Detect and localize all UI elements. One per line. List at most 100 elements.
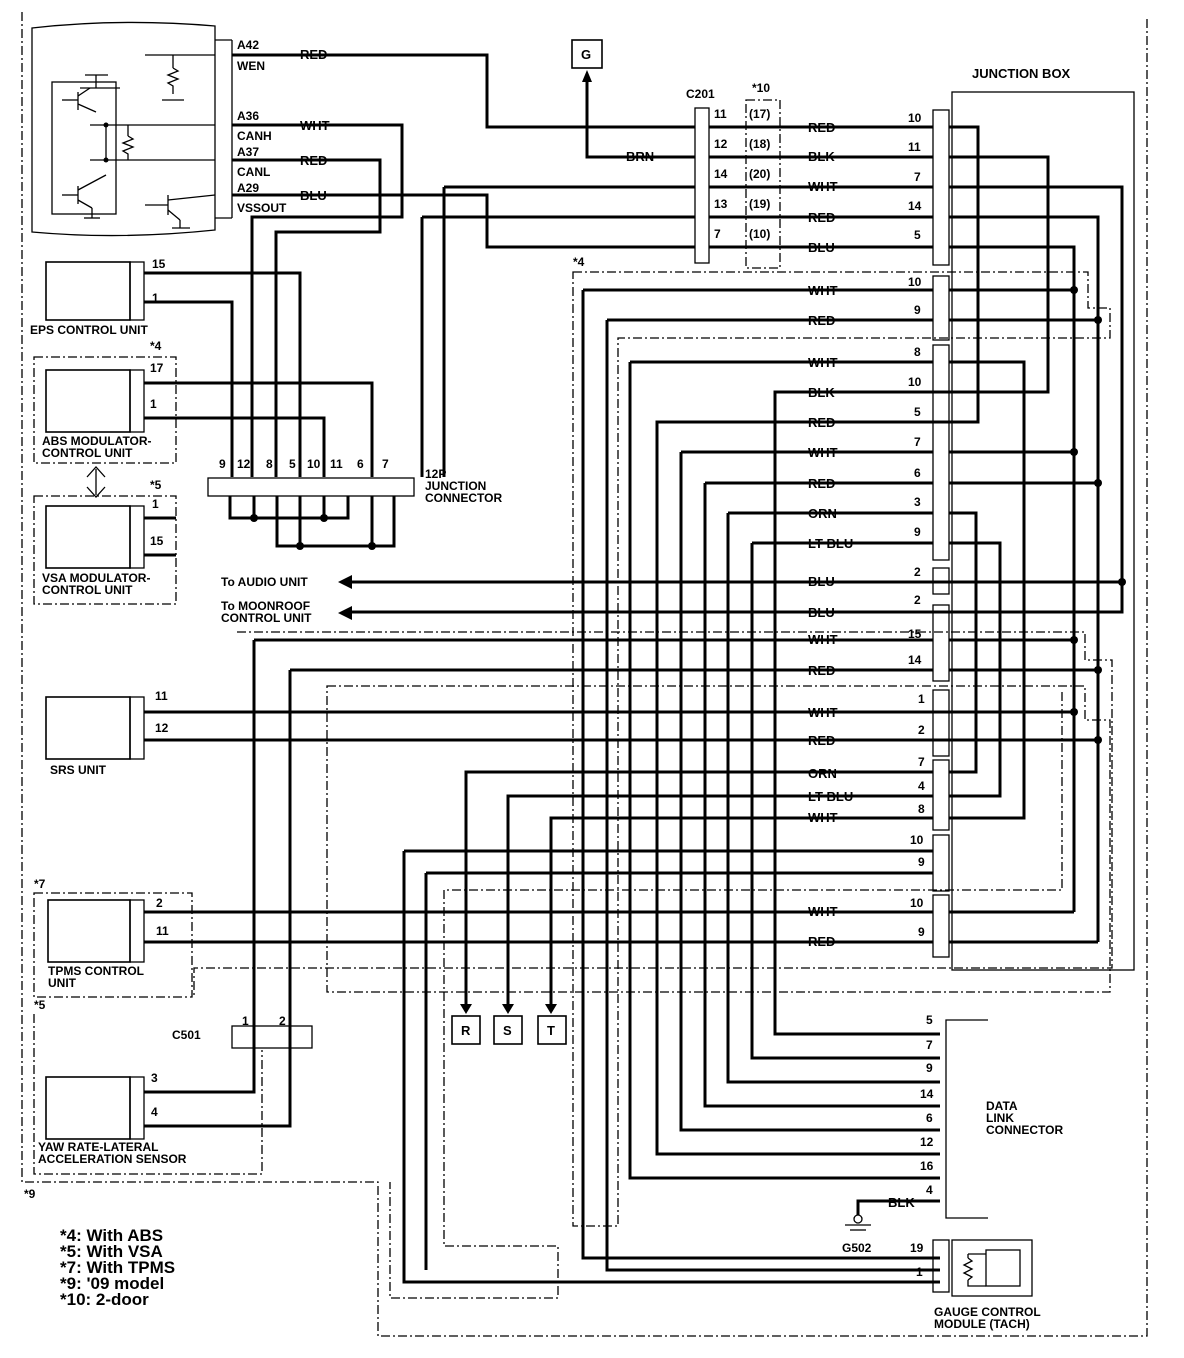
tpms-connector <box>129 899 145 963</box>
vsa-option-box <box>33 495 177 605</box>
yaw-pin: 3 <box>151 1071 158 1085</box>
srs-unit <box>45 696 131 760</box>
svg-text:10: 10 <box>908 375 922 389</box>
svg-text:8: 8 <box>918 802 925 816</box>
svg-text:5: 5 <box>926 1013 933 1027</box>
vsa-label: CONTROL UNIT <box>42 583 133 597</box>
connector-refs: R S T <box>451 1015 567 1045</box>
srs-pin: 12 <box>155 721 169 735</box>
svg-text:12: 12 <box>920 1135 934 1149</box>
svg-text:10: 10 <box>908 275 922 289</box>
dlc-pin-labels: 5 7 9 14 6 12 16 4 <box>920 1013 934 1197</box>
data-link-connector <box>945 1019 988 1219</box>
vsa-pin: 15 <box>150 534 164 548</box>
c201-connector <box>694 107 710 264</box>
abs-note: *4 <box>150 339 162 353</box>
yaw-note: *5 <box>34 998 46 1012</box>
gauge-pin: 19 <box>910 1241 924 1255</box>
c201-pin: 12 <box>714 137 728 151</box>
c201-pin: 7 <box>714 227 721 241</box>
arrow-left-icon <box>338 575 352 589</box>
svg-text:7: 7 <box>918 755 925 769</box>
vsa-pin: 1 <box>152 497 159 511</box>
right-wire-labels: WHT 10 RED 9 WHT 8 BLK 10 RED 5 WHT 7 RE… <box>808 275 925 949</box>
gauge-resistor-icon <box>962 1257 974 1281</box>
svg-text:5: 5 <box>914 405 921 419</box>
ground-g-label: G <box>581 47 591 62</box>
abs-region-note: *4 <box>573 255 585 269</box>
model-09-note: *9 <box>24 1187 36 1201</box>
c201-label: C201 <box>686 87 715 101</box>
svg-text:9: 9 <box>914 303 921 317</box>
abs-label: CONTROL UNIT <box>42 446 133 460</box>
svg-text:4: 4 <box>926 1183 933 1197</box>
c201-alt-pin: (18) <box>749 137 770 151</box>
svg-text:6: 6 <box>926 1111 933 1125</box>
svg-text:10: 10 <box>307 457 321 471</box>
svg-text:*10: 2-door: *10: 2-door <box>60 1290 149 1309</box>
ecm-pin-a37: A37 <box>237 145 259 159</box>
yaw-option-box <box>33 1014 263 1175</box>
tpms-region-boundary <box>326 685 1111 993</box>
to-moonroof-label: To MOONROOF <box>221 599 310 613</box>
jb-pin: 7 <box>914 170 921 184</box>
ecm-pin-a42: A42 <box>237 38 259 52</box>
tpms-label: UNIT <box>48 976 77 990</box>
jc12p-pin-labels: 9 12 8 5 10 11 6 7 <box>219 457 389 471</box>
eps-pin: 15 <box>152 257 166 271</box>
vsa-label: VSA MODULATOR- <box>42 571 150 585</box>
svg-text:5: 5 <box>289 457 296 471</box>
splice-dots <box>250 286 1126 744</box>
yaw-pin: 4 <box>151 1105 158 1119</box>
vsa-connector <box>129 505 145 569</box>
junction-box-label: JUNCTION BOX <box>972 66 1071 81</box>
g502-label: G502 <box>842 1241 872 1255</box>
svg-text:7: 7 <box>914 435 921 449</box>
ecm-pin-wen: WEN <box>237 59 265 73</box>
svg-text:2: 2 <box>914 565 921 579</box>
yaw-label: YAW RATE-LATERAL <box>38 1140 158 1154</box>
svg-text:*4: With ABS: *4: With ABS <box>60 1226 163 1245</box>
tpms-option-box <box>33 892 193 998</box>
jb-pin: 10 <box>908 111 922 125</box>
tpms-pin: 11 <box>156 924 169 938</box>
svg-text:1: 1 <box>918 692 925 706</box>
to-audio-label: To AUDIO UNIT <box>221 575 308 589</box>
tpms-note: *7 <box>34 877 46 891</box>
model-09-boundary <box>21 12 1148 1337</box>
svg-text:9: 9 <box>918 925 925 939</box>
abs-region-boundary <box>572 271 1111 1227</box>
vsa-note: *5 <box>150 478 162 492</box>
svg-text:R: R <box>461 1023 471 1038</box>
svg-text:9: 9 <box>926 1061 933 1075</box>
svg-text:10: 10 <box>910 896 924 910</box>
svg-text:9: 9 <box>918 855 925 869</box>
ecm-pcm-box <box>31 21 233 237</box>
c201-pin: 14 <box>714 167 728 181</box>
svg-text:3: 3 <box>914 495 921 509</box>
svg-text:S: S <box>503 1023 512 1038</box>
abs-label: ABS MODULATOR- <box>42 434 152 448</box>
ground-icon <box>845 1199 940 1231</box>
svg-text:8: 8 <box>266 457 273 471</box>
junction-box <box>951 91 1135 971</box>
srs-label: SRS UNIT <box>50 763 107 777</box>
jc12p-label: CONNECTOR <box>425 491 502 505</box>
jb-pin: 14 <box>908 199 922 213</box>
ecm-pin-canl: CANL <box>237 165 270 179</box>
c201-alt-pin: (20) <box>749 167 770 181</box>
svg-text:9: 9 <box>219 457 226 471</box>
svg-text:*5: With VSA: *5: With VSA <box>60 1242 163 1261</box>
svg-text:*9: '09 model: *9: '09 model <box>60 1274 164 1293</box>
svg-text:7: 7 <box>926 1038 933 1052</box>
abs-pin: 17 <box>150 361 164 375</box>
c201-pin: 13 <box>714 197 728 211</box>
model-region-boundary <box>389 692 1063 1299</box>
junction-box-connectors <box>932 109 950 958</box>
svg-text:15: 15 <box>908 627 922 641</box>
c501-pin: 1 <box>242 1014 249 1028</box>
c201-alt-pin: (10) <box>749 227 770 241</box>
svg-text:*7: With TPMS: *7: With TPMS <box>60 1258 175 1277</box>
c201-alt-pin: (19) <box>749 197 770 211</box>
tpms-control-unit <box>47 899 131 963</box>
